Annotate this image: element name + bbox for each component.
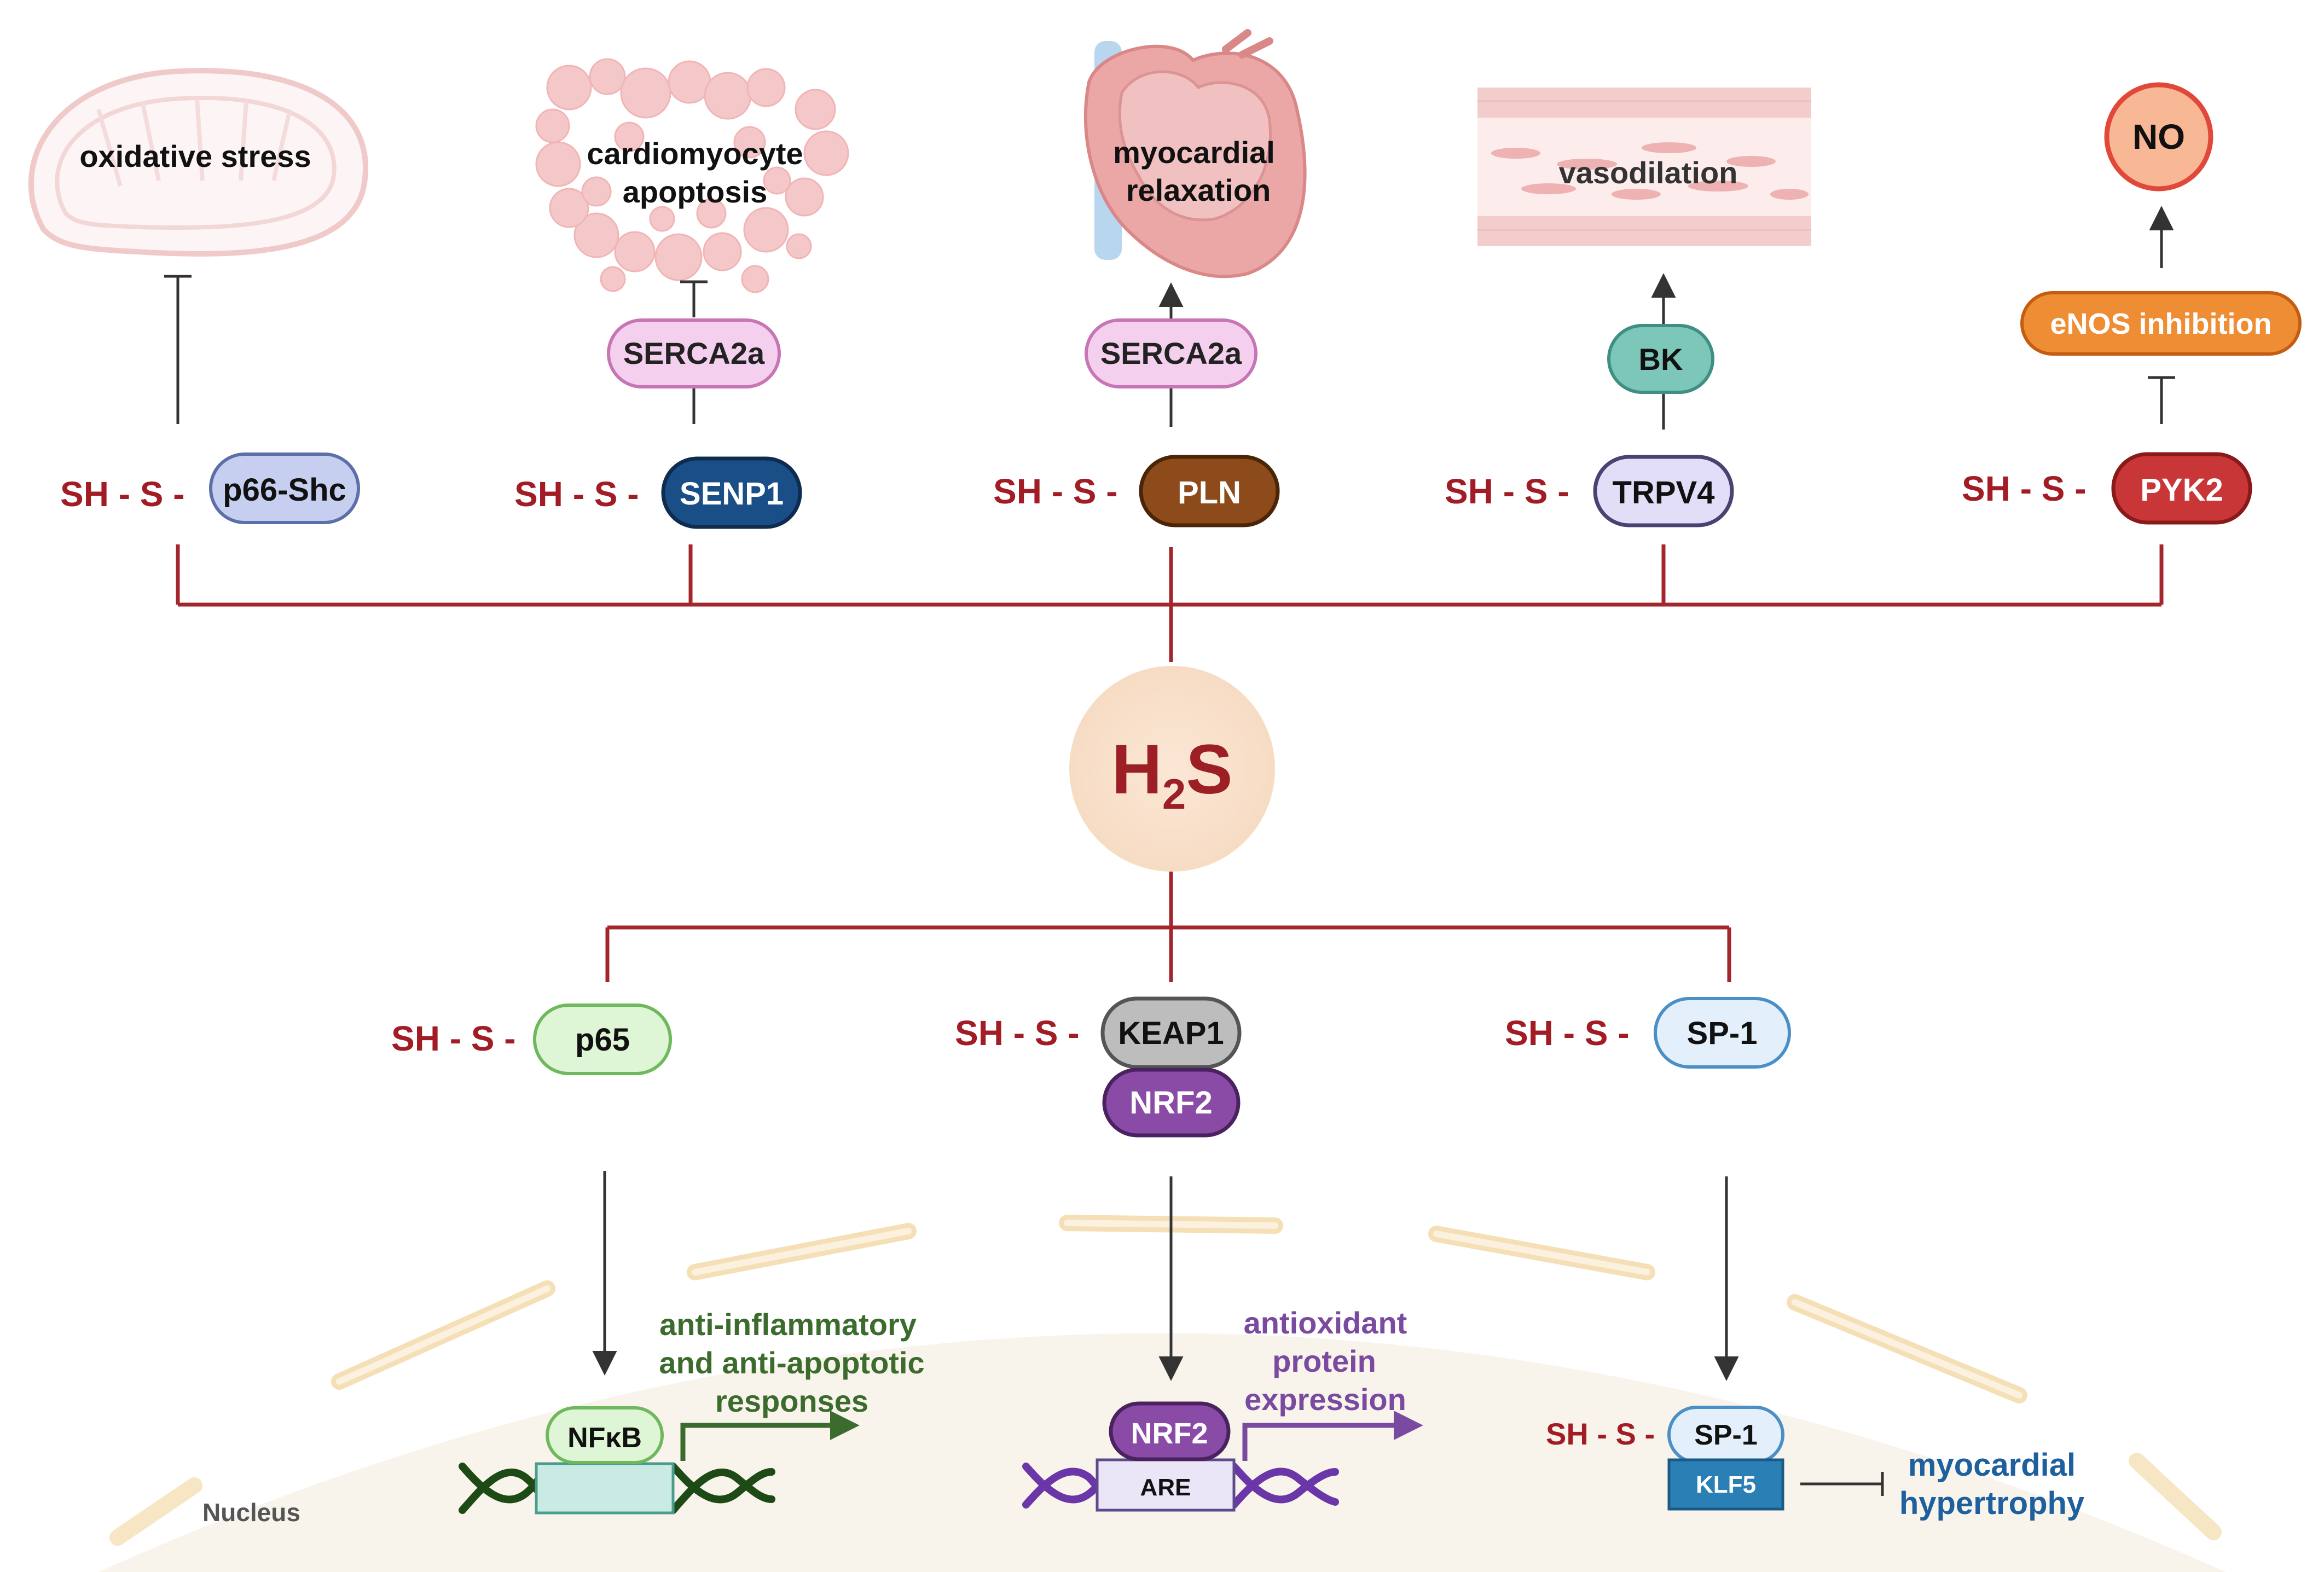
h2s-center-node: H2S — [1069, 666, 1275, 872]
dna-nfkb: NFκB — [459, 1406, 860, 1515]
svg-text:relaxation: relaxation — [1126, 173, 1271, 207]
no-node: NO — [2104, 82, 2213, 192]
nrf2-partner-node: NRF2 — [1102, 1068, 1241, 1138]
svg-text:vasodilation: vasodilation — [1559, 155, 1738, 190]
svg-text:and anti-apoptotic: and anti-apoptotic — [659, 1345, 924, 1380]
target-keap1: SH - S - KEAP1 — [955, 996, 1242, 1069]
svg-text:myocardial: myocardial — [1113, 135, 1275, 170]
h2s-label: H2S — [1111, 730, 1232, 818]
target-p65: SH - S - p65 — [391, 1003, 672, 1075]
svg-text:p65: p65 — [575, 1022, 630, 1058]
serca2a-node-apoptosis: SERCA2a — [607, 318, 781, 388]
blood-vessel-illustration — [1477, 88, 1811, 246]
svg-text:expression: expression — [1244, 1382, 1406, 1417]
svg-text:cardiomyocyte: cardiomyocyte — [587, 136, 803, 171]
svg-text:PLN: PLN — [1178, 475, 1241, 511]
target-p66shc: SH - S - p66-Shc — [60, 453, 360, 524]
apoptotic-cells-illustration — [535, 58, 849, 293]
mitochondrion-illustration — [28, 68, 369, 257]
sh-s-label: SH - S - — [1962, 469, 2087, 508]
svg-text:NO: NO — [2132, 117, 2185, 156]
nfkb-label: NFκB — [567, 1422, 642, 1454]
effect-label-cardiomyocyte-apoptosis: cardiomyocyte apoptosis — [587, 136, 803, 209]
svg-text:apoptosis: apoptosis — [623, 175, 767, 209]
sh-s-label: SH - S - — [1505, 1013, 1630, 1053]
nrf2-nuclear-label: NRF2 — [1131, 1417, 1208, 1450]
svg-text:oxidative stress: oxidative stress — [79, 139, 311, 173]
svg-text:SENP1: SENP1 — [680, 476, 784, 512]
svg-text:PYK2: PYK2 — [2140, 472, 2223, 508]
svg-text:SP-1: SP-1 — [1687, 1016, 1758, 1051]
dna-are: ARE NRF2 — [1022, 1401, 1423, 1512]
sh-s-label: SH - S - — [391, 1019, 516, 1058]
svg-text:KEAP1: KEAP1 — [1118, 1016, 1224, 1051]
svg-text:SERCA2a: SERCA2a — [1100, 336, 1242, 370]
sh-s-label: SH - S - — [60, 474, 185, 514]
svg-text:protein: protein — [1272, 1344, 1376, 1378]
sh-s-label: SH - S - — [955, 1013, 1080, 1053]
response-myocardial-hypertrophy: myocardial hypertrophy — [1899, 1447, 2084, 1521]
nuclear-sp1-klf5: SH - S - SP-1 KLF5 — [1546, 1406, 1884, 1511]
target-pyk2: SH - S - PYK2 — [1962, 452, 2252, 525]
are-label: ARE — [1140, 1474, 1191, 1501]
heart-illustration — [1083, 29, 1307, 279]
klf5-label: KLF5 — [1696, 1471, 1756, 1498]
serca2a-node-relaxation: SERCA2a — [1085, 318, 1257, 388]
bk-node: BK — [1607, 324, 1714, 394]
upper-connector-tree — [176, 544, 2164, 662]
top-effect-connectors — [164, 206, 2175, 430]
sh-s-label: SH - S - — [1546, 1417, 1655, 1451]
svg-text:myocardial: myocardial — [1908, 1447, 2076, 1483]
sh-s-label: SH - S - — [1445, 472, 1569, 511]
svg-text:responses: responses — [715, 1384, 868, 1418]
svg-text:NRF2: NRF2 — [1129, 1085, 1212, 1121]
effect-label-myocardial-relaxation: myocardial relaxation — [1113, 135, 1275, 207]
target-sp1: SH - S - SP-1 — [1505, 997, 1791, 1069]
enos-inhibition-node: eNOS inhibition — [2020, 291, 2302, 356]
nucleus-label: Nucleus — [202, 1498, 300, 1527]
sh-s-label: SH - S - — [514, 474, 639, 514]
sh-s-label: SH - S - — [993, 472, 1118, 511]
target-pln: SH - S - PLN — [993, 455, 1280, 527]
sp1-nuclear-label: SP-1 — [1694, 1419, 1758, 1451]
nuclear-envelope-inner — [336, 1220, 2022, 1399]
svg-text:p66-Shc: p66-Shc — [223, 472, 346, 508]
svg-text:eNOS inhibition: eNOS inhibition — [2050, 308, 2272, 340]
target-senp1: SH - S - SENP1 — [514, 456, 802, 529]
target-trpv4: SH - S - TRPV4 — [1445, 455, 1734, 527]
lower-connector-tree — [605, 870, 1731, 982]
svg-text:anti-inflammatory: anti-inflammatory — [659, 1307, 917, 1342]
svg-text:antioxidant: antioxidant — [1244, 1306, 1407, 1340]
effect-label-vasodilation: vasodilation — [1559, 155, 1738, 190]
svg-text:TRPV4: TRPV4 — [1613, 475, 1715, 511]
response-antioxidant: antioxidant protein expression — [1244, 1306, 1407, 1417]
svg-text:hypertrophy: hypertrophy — [1899, 1486, 2084, 1521]
effect-label-oxidative-stress: oxidative stress — [79, 139, 311, 173]
nuclear-translocation-arrows — [592, 1171, 1739, 1381]
svg-text:BK: BK — [1639, 342, 1683, 376]
response-anti-inflammatory: anti-inflammatory and anti-apoptotic res… — [659, 1307, 924, 1418]
svg-text:SERCA2a: SERCA2a — [623, 336, 765, 370]
